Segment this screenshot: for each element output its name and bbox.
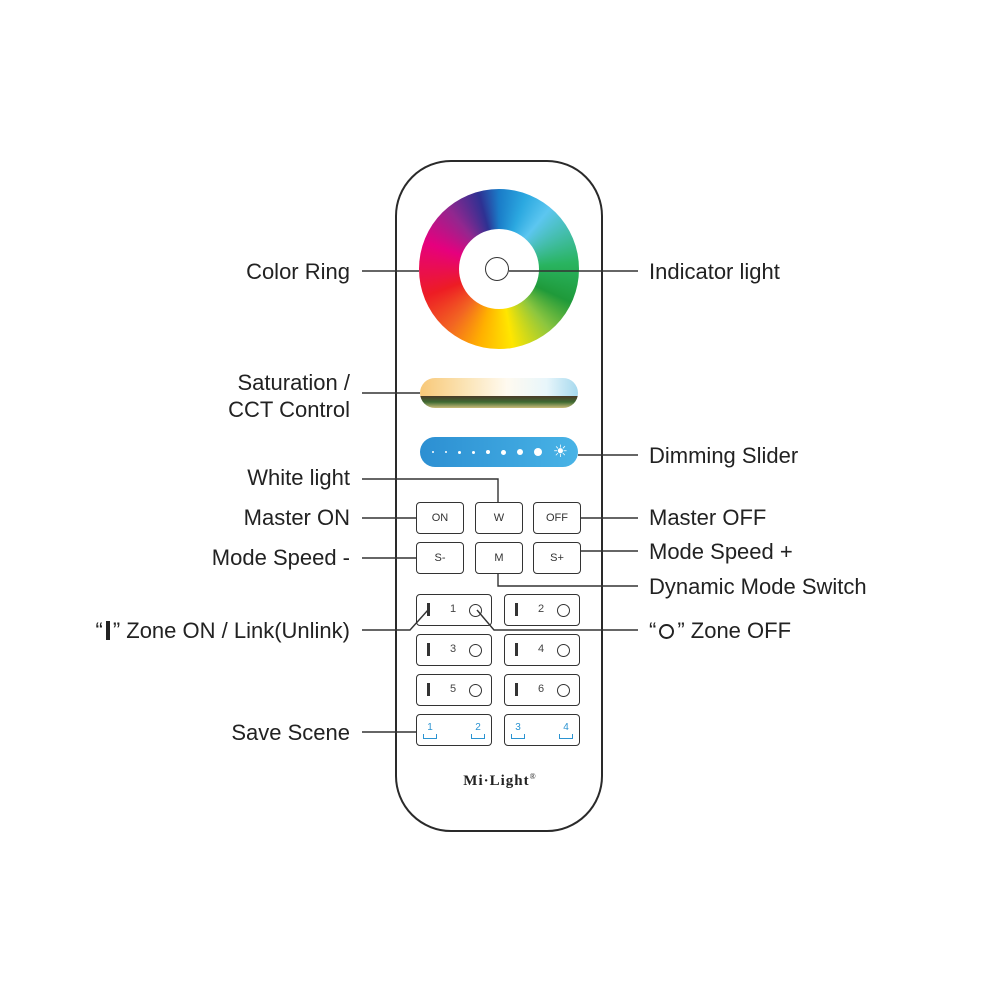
dim-level-dot xyxy=(533,448,542,456)
mode-speed-plus-button[interactable]: S+ xyxy=(533,542,581,574)
dim-level-dot xyxy=(471,450,475,454)
zone-button-1[interactable]: 1 xyxy=(416,594,492,626)
zone-off-icon xyxy=(469,684,482,697)
zone-number: 1 xyxy=(449,603,457,615)
dimming-slider[interactable]: ☀ xyxy=(420,437,578,467)
label-save-scene: Save Scene xyxy=(231,720,350,745)
zone-off-icon xyxy=(557,644,570,657)
brand-logo: Mi·Light® xyxy=(463,772,537,789)
label-zone-on: “” Zone ON / Link(Unlink) xyxy=(95,618,350,643)
scene-button-1-2[interactable]: 1 2 xyxy=(416,714,492,746)
label-mode-speed-plus: Mode Speed + xyxy=(649,539,793,564)
zone-number: 4 xyxy=(537,643,545,655)
dim-level-dot xyxy=(516,449,523,455)
zone-on-icon xyxy=(427,643,430,656)
zone-off-symbol-icon xyxy=(659,624,675,639)
save-tray-icon xyxy=(511,734,525,739)
zone-button-2[interactable]: 2 xyxy=(504,594,580,626)
zone-on-icon xyxy=(427,683,430,696)
label-saturation: Saturation / CCT Control xyxy=(228,370,350,422)
zone-number: 5 xyxy=(449,683,457,695)
zone-button-3[interactable]: 3 xyxy=(416,634,492,666)
master-off-button[interactable]: OFF xyxy=(533,502,581,534)
zone-button-5[interactable]: 5 xyxy=(416,674,492,706)
zone-on-icon xyxy=(515,643,518,656)
scene-slot-2[interactable]: 2 xyxy=(470,722,486,739)
label-color-ring: Color Ring xyxy=(246,259,350,284)
master-on-button[interactable]: ON xyxy=(416,502,464,534)
zone-off-icon xyxy=(469,644,482,657)
saturation-cct-slider[interactable] xyxy=(420,378,578,408)
dim-level-dot xyxy=(457,450,461,454)
sun-icon: ☀ xyxy=(552,441,568,462)
dim-level-dot xyxy=(485,450,490,454)
zone-number: 6 xyxy=(537,683,545,695)
white-light-button[interactable]: W xyxy=(475,502,523,534)
zone-on-symbol-icon xyxy=(105,621,110,640)
save-tray-icon xyxy=(423,734,437,739)
label-dynamic-mode-switch: Dynamic Mode Switch xyxy=(649,574,867,599)
leader-white-light xyxy=(362,478,499,502)
label-white-light: White light xyxy=(247,465,350,490)
label-indicator-light: Indicator light xyxy=(649,259,780,284)
zone-button-6[interactable]: 6 xyxy=(504,674,580,706)
label-zone-off: “” Zone OFF xyxy=(649,618,792,643)
zone-on-icon xyxy=(515,603,518,616)
indicator-light xyxy=(485,257,509,281)
dim-level-dot xyxy=(432,451,434,453)
scene-slot-4[interactable]: 4 xyxy=(558,722,574,739)
save-tray-icon xyxy=(471,734,485,739)
leader-zone-on xyxy=(362,609,429,631)
label-mode-speed-minus: Mode Speed - xyxy=(211,545,350,570)
label-master-off: Master OFF xyxy=(649,505,767,530)
zone-number: 2 xyxy=(537,603,545,615)
zone-off-icon xyxy=(557,604,570,617)
leader-dynamic-mode xyxy=(497,574,638,587)
dim-level-dot xyxy=(444,451,447,453)
zone-on-icon xyxy=(427,603,430,616)
leader-zone-off xyxy=(476,609,638,631)
scene-slot-1[interactable]: 1 xyxy=(422,722,438,739)
dynamic-mode-button[interactable]: M xyxy=(475,542,523,574)
scene-button-3-4[interactable]: 3 4 xyxy=(504,714,580,746)
scene-slot-3[interactable]: 3 xyxy=(510,722,526,739)
mode-speed-minus-button[interactable]: S- xyxy=(416,542,464,574)
dim-level-dot xyxy=(500,449,506,455)
label-master-on: Master ON xyxy=(243,505,350,530)
zone-off-icon xyxy=(557,684,570,697)
zone-on-icon xyxy=(515,683,518,696)
save-tray-icon xyxy=(559,734,573,739)
zone-button-4[interactable]: 4 xyxy=(504,634,580,666)
zone-number: 3 xyxy=(449,643,457,655)
zone-off-icon xyxy=(469,604,482,617)
label-dimming-slider: Dimming Slider xyxy=(649,443,799,468)
